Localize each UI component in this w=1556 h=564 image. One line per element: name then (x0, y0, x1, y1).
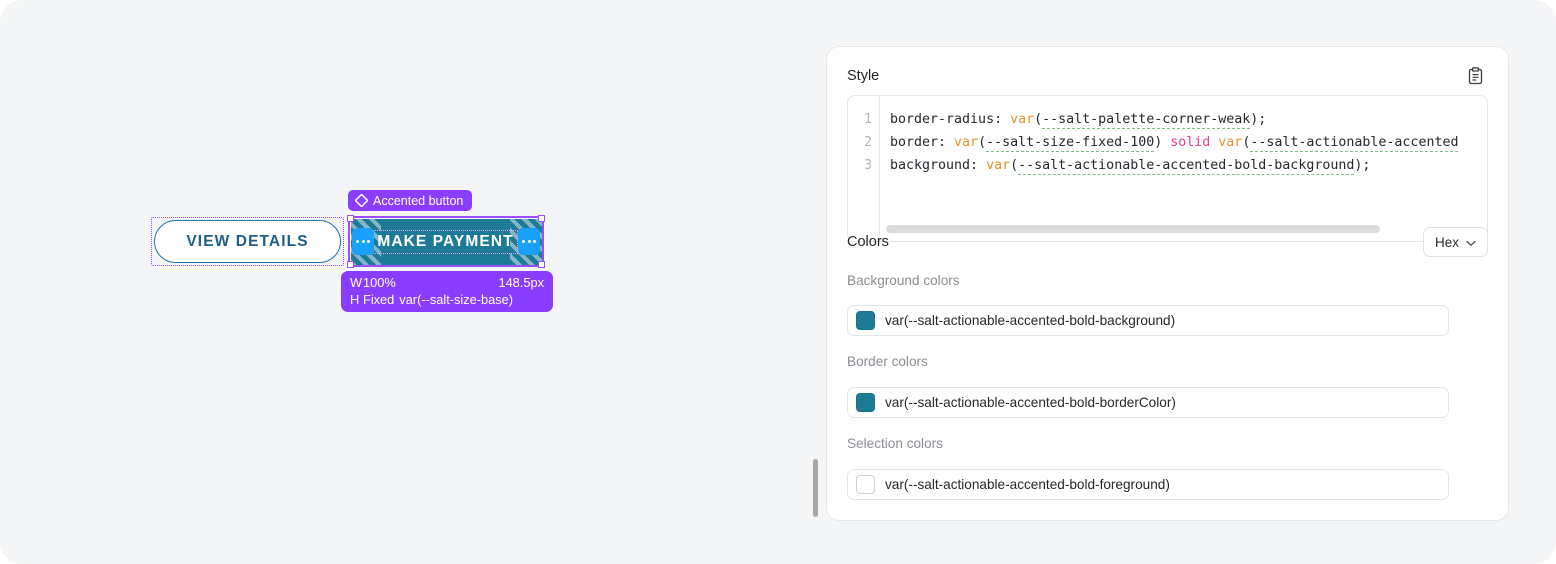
line-number: 2 (864, 135, 872, 150)
style-section-header: Style (847, 63, 1488, 89)
inspector-scrollbar-thumb[interactable] (813, 459, 818, 517)
code-token: ); (1354, 158, 1371, 173)
dimension-width-row: W 100% 148.5px (350, 274, 544, 291)
code-horizontal-scrollbar-thumb[interactable] (886, 225, 1380, 233)
code-token: ( (1010, 158, 1019, 173)
selection-colors-label: Selection colors (847, 436, 943, 451)
code-line: background: var(--salt-actionable-accent… (890, 154, 1487, 177)
dimension-height-value: var(--salt-size-base) (399, 292, 514, 307)
code-token-function: var (986, 158, 1011, 173)
code-token-keyword: solid (1170, 135, 1211, 150)
colors-section-title: Colors (847, 234, 889, 250)
padding-handle-right[interactable] (518, 228, 540, 255)
code-line: border-radius: var(--salt-palette-corner… (890, 108, 1487, 131)
line-number: 3 (864, 158, 872, 173)
resize-handle-bottom-right[interactable] (538, 261, 545, 268)
selection-color-token: var(--salt-actionable-accented-bold-fore… (885, 477, 1170, 492)
component-name-label: Accented button (373, 193, 464, 208)
code-token-variable: --salt-actionable-accented (1250, 135, 1459, 152)
resize-handle-bottom-left[interactable] (347, 261, 354, 268)
code-token: border-radius: (890, 112, 1011, 127)
design-canvas[interactable]: VIEW DETAILS Accented button MAKE PAYMEN… (0, 0, 800, 564)
dimension-width-pixels: 148.5px (498, 275, 544, 290)
code-token: ( (978, 135, 987, 150)
code-token: ( (1034, 112, 1043, 127)
colors-section-header: Colors Hex (847, 226, 1488, 258)
style-section-title: Style (847, 68, 880, 84)
chevron-down-icon (1466, 235, 1476, 250)
code-token: border: (890, 135, 955, 150)
border-color-token: var(--salt-actionable-accented-bold-bord… (885, 395, 1176, 410)
color-format-value: Hex (1434, 234, 1459, 250)
dots-icon (522, 240, 536, 243)
background-color-swatch[interactable] (856, 311, 875, 330)
padding-handle-left[interactable] (352, 228, 374, 255)
clipboard-icon[interactable] (1462, 63, 1488, 89)
code-token: ) (1154, 135, 1171, 150)
border-color-swatch[interactable] (856, 393, 875, 412)
view-details-button-wrapper[interactable]: VIEW DETAILS (151, 217, 344, 266)
selection-color-row[interactable]: var(--salt-actionable-accented-bold-fore… (847, 469, 1449, 500)
make-payment-button[interactable]: MAKE PAYMENT (373, 218, 518, 265)
code-token-variable: --salt-palette-corner-weak (1042, 112, 1251, 129)
dimension-badge: W 100% 148.5px H Fixed var(--salt-size-b… (341, 271, 553, 312)
code-token: ( (1242, 135, 1251, 150)
code-token: ); (1250, 112, 1267, 127)
inspector-panel: Style 1 2 3 border-radi (827, 47, 1508, 520)
code-token-function: var (1218, 135, 1243, 150)
inspector-scrollbar-track[interactable] (813, 47, 818, 520)
code-lines[interactable]: border-radius: var(--salt-palette-corner… (881, 108, 1487, 177)
dimension-width-key: W (350, 275, 363, 290)
code-token-function: var (1010, 112, 1035, 127)
code-token-variable: --salt-actionable-accented-bold-backgrou… (1018, 158, 1355, 175)
background-color-row[interactable]: var(--salt-actionable-accented-bold-back… (847, 305, 1449, 336)
line-number: 1 (864, 112, 872, 127)
make-payment-selection-frame (347, 215, 545, 268)
code-line: border: var(--salt-size-fixed-100) solid… (890, 131, 1487, 154)
border-color-row[interactable]: var(--salt-actionable-accented-bold-bord… (847, 387, 1449, 418)
dimension-height-row: H Fixed var(--salt-size-base) (350, 291, 544, 308)
resize-handle-top-left[interactable] (347, 215, 354, 222)
code-token-variable: --salt-size-fixed-100 (986, 135, 1155, 152)
view-details-button[interactable]: VIEW DETAILS (154, 220, 341, 263)
dimension-width-value: 100% (363, 275, 396, 290)
code-token-function: var (954, 135, 979, 150)
component-name-badge[interactable]: Accented button (348, 190, 473, 211)
dimension-height-key: H (350, 292, 360, 307)
dimension-height-mode: Fixed (363, 292, 395, 307)
code-gutter: 1 2 3 (848, 96, 880, 241)
make-payment-button-wrapper[interactable]: MAKE PAYMENT (347, 215, 545, 268)
view-details-selection-outline (151, 217, 344, 266)
style-code-block[interactable]: 1 2 3 border-radius: var(--salt-palette-… (847, 95, 1488, 242)
selection-color-swatch[interactable] (856, 475, 875, 494)
background-color-token: var(--salt-actionable-accented-bold-back… (885, 313, 1176, 328)
background-colors-label: Background colors (847, 273, 960, 288)
border-colors-label: Border colors (847, 354, 928, 369)
diamond-icon (355, 194, 368, 207)
code-token: background: (890, 158, 987, 173)
resize-handle-top-right[interactable] (538, 215, 545, 222)
dots-icon (356, 240, 370, 243)
color-format-dropdown[interactable]: Hex (1422, 227, 1488, 257)
